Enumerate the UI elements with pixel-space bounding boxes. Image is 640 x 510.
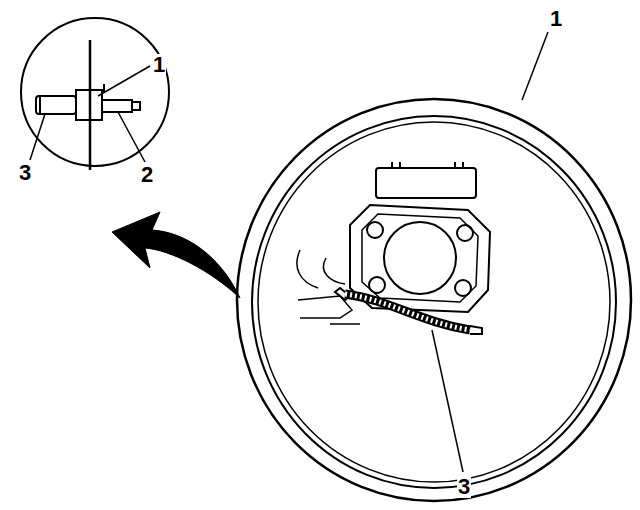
callout-number: 3	[18, 162, 32, 184]
callout-number: 3	[457, 476, 471, 498]
callout-number: 1	[549, 8, 563, 30]
callout-number: 1	[152, 54, 166, 76]
callout-number: 2	[140, 164, 154, 186]
